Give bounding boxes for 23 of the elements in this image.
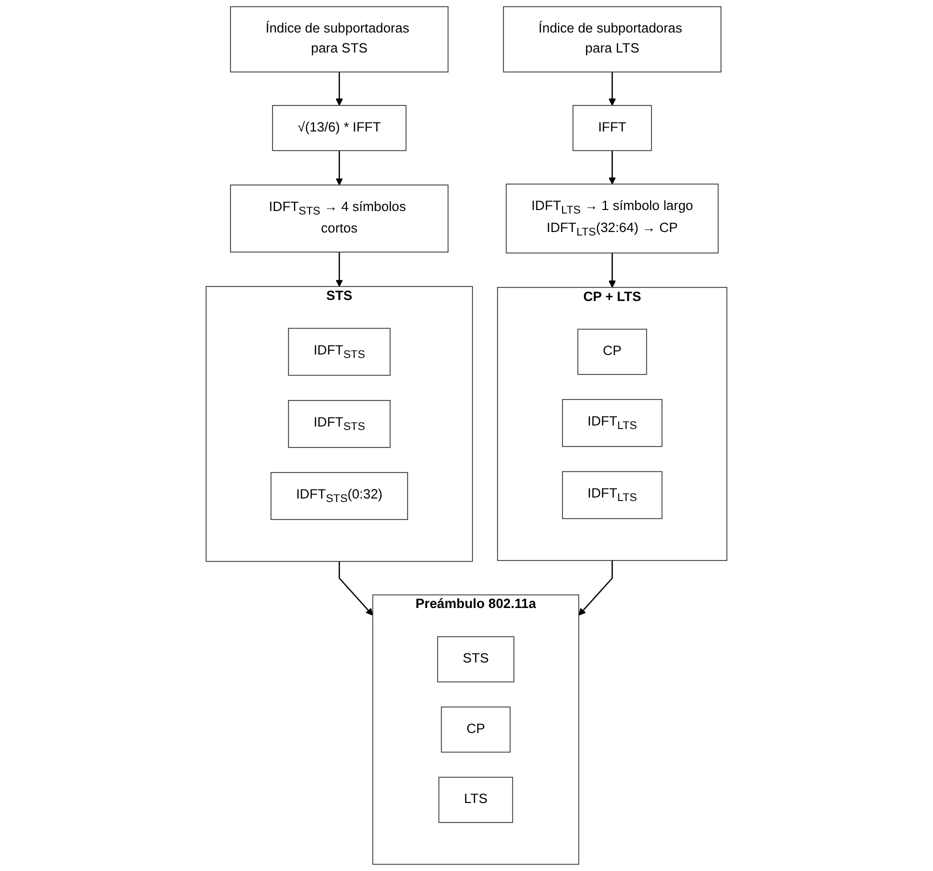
arrow	[608, 253, 616, 288]
node-box: IFFT	[572, 105, 652, 152]
node-box: CP	[440, 706, 511, 753]
arrow	[608, 150, 616, 184]
node-box: IDFT$_{STS}$(0:32)	[270, 472, 408, 520]
arrow	[336, 150, 343, 186]
arrow	[336, 72, 343, 106]
node-box: IDFT$_{LTS}$	[562, 399, 662, 447]
node-box: Índice de subportadoras para STS	[230, 6, 448, 72]
arrow	[578, 560, 613, 616]
node-box: √(13/6) * IFFT	[272, 105, 406, 152]
node-box: CP	[577, 328, 648, 375]
node-box: IDFT$_{LTS}$	[562, 471, 662, 520]
node-box: IDFT$_{LTS}$ → 1 símbolo largo IDFT$_{LTS}$(32:64) → CP	[506, 184, 719, 254]
node-box: IDFT$_{STS}$ → 4 símbolos cortos	[230, 184, 448, 253]
node-box: IDFT$_{STS}$	[288, 328, 391, 376]
node-box: IDFT$_{STS}$	[288, 400, 391, 448]
node-box: STS	[437, 636, 514, 682]
arrow	[336, 252, 343, 287]
node-box: LTS	[438, 776, 514, 823]
arrow	[608, 72, 616, 106]
node-box: Índice de subportadoras para LTS	[503, 6, 722, 72]
arrow	[338, 561, 374, 616]
